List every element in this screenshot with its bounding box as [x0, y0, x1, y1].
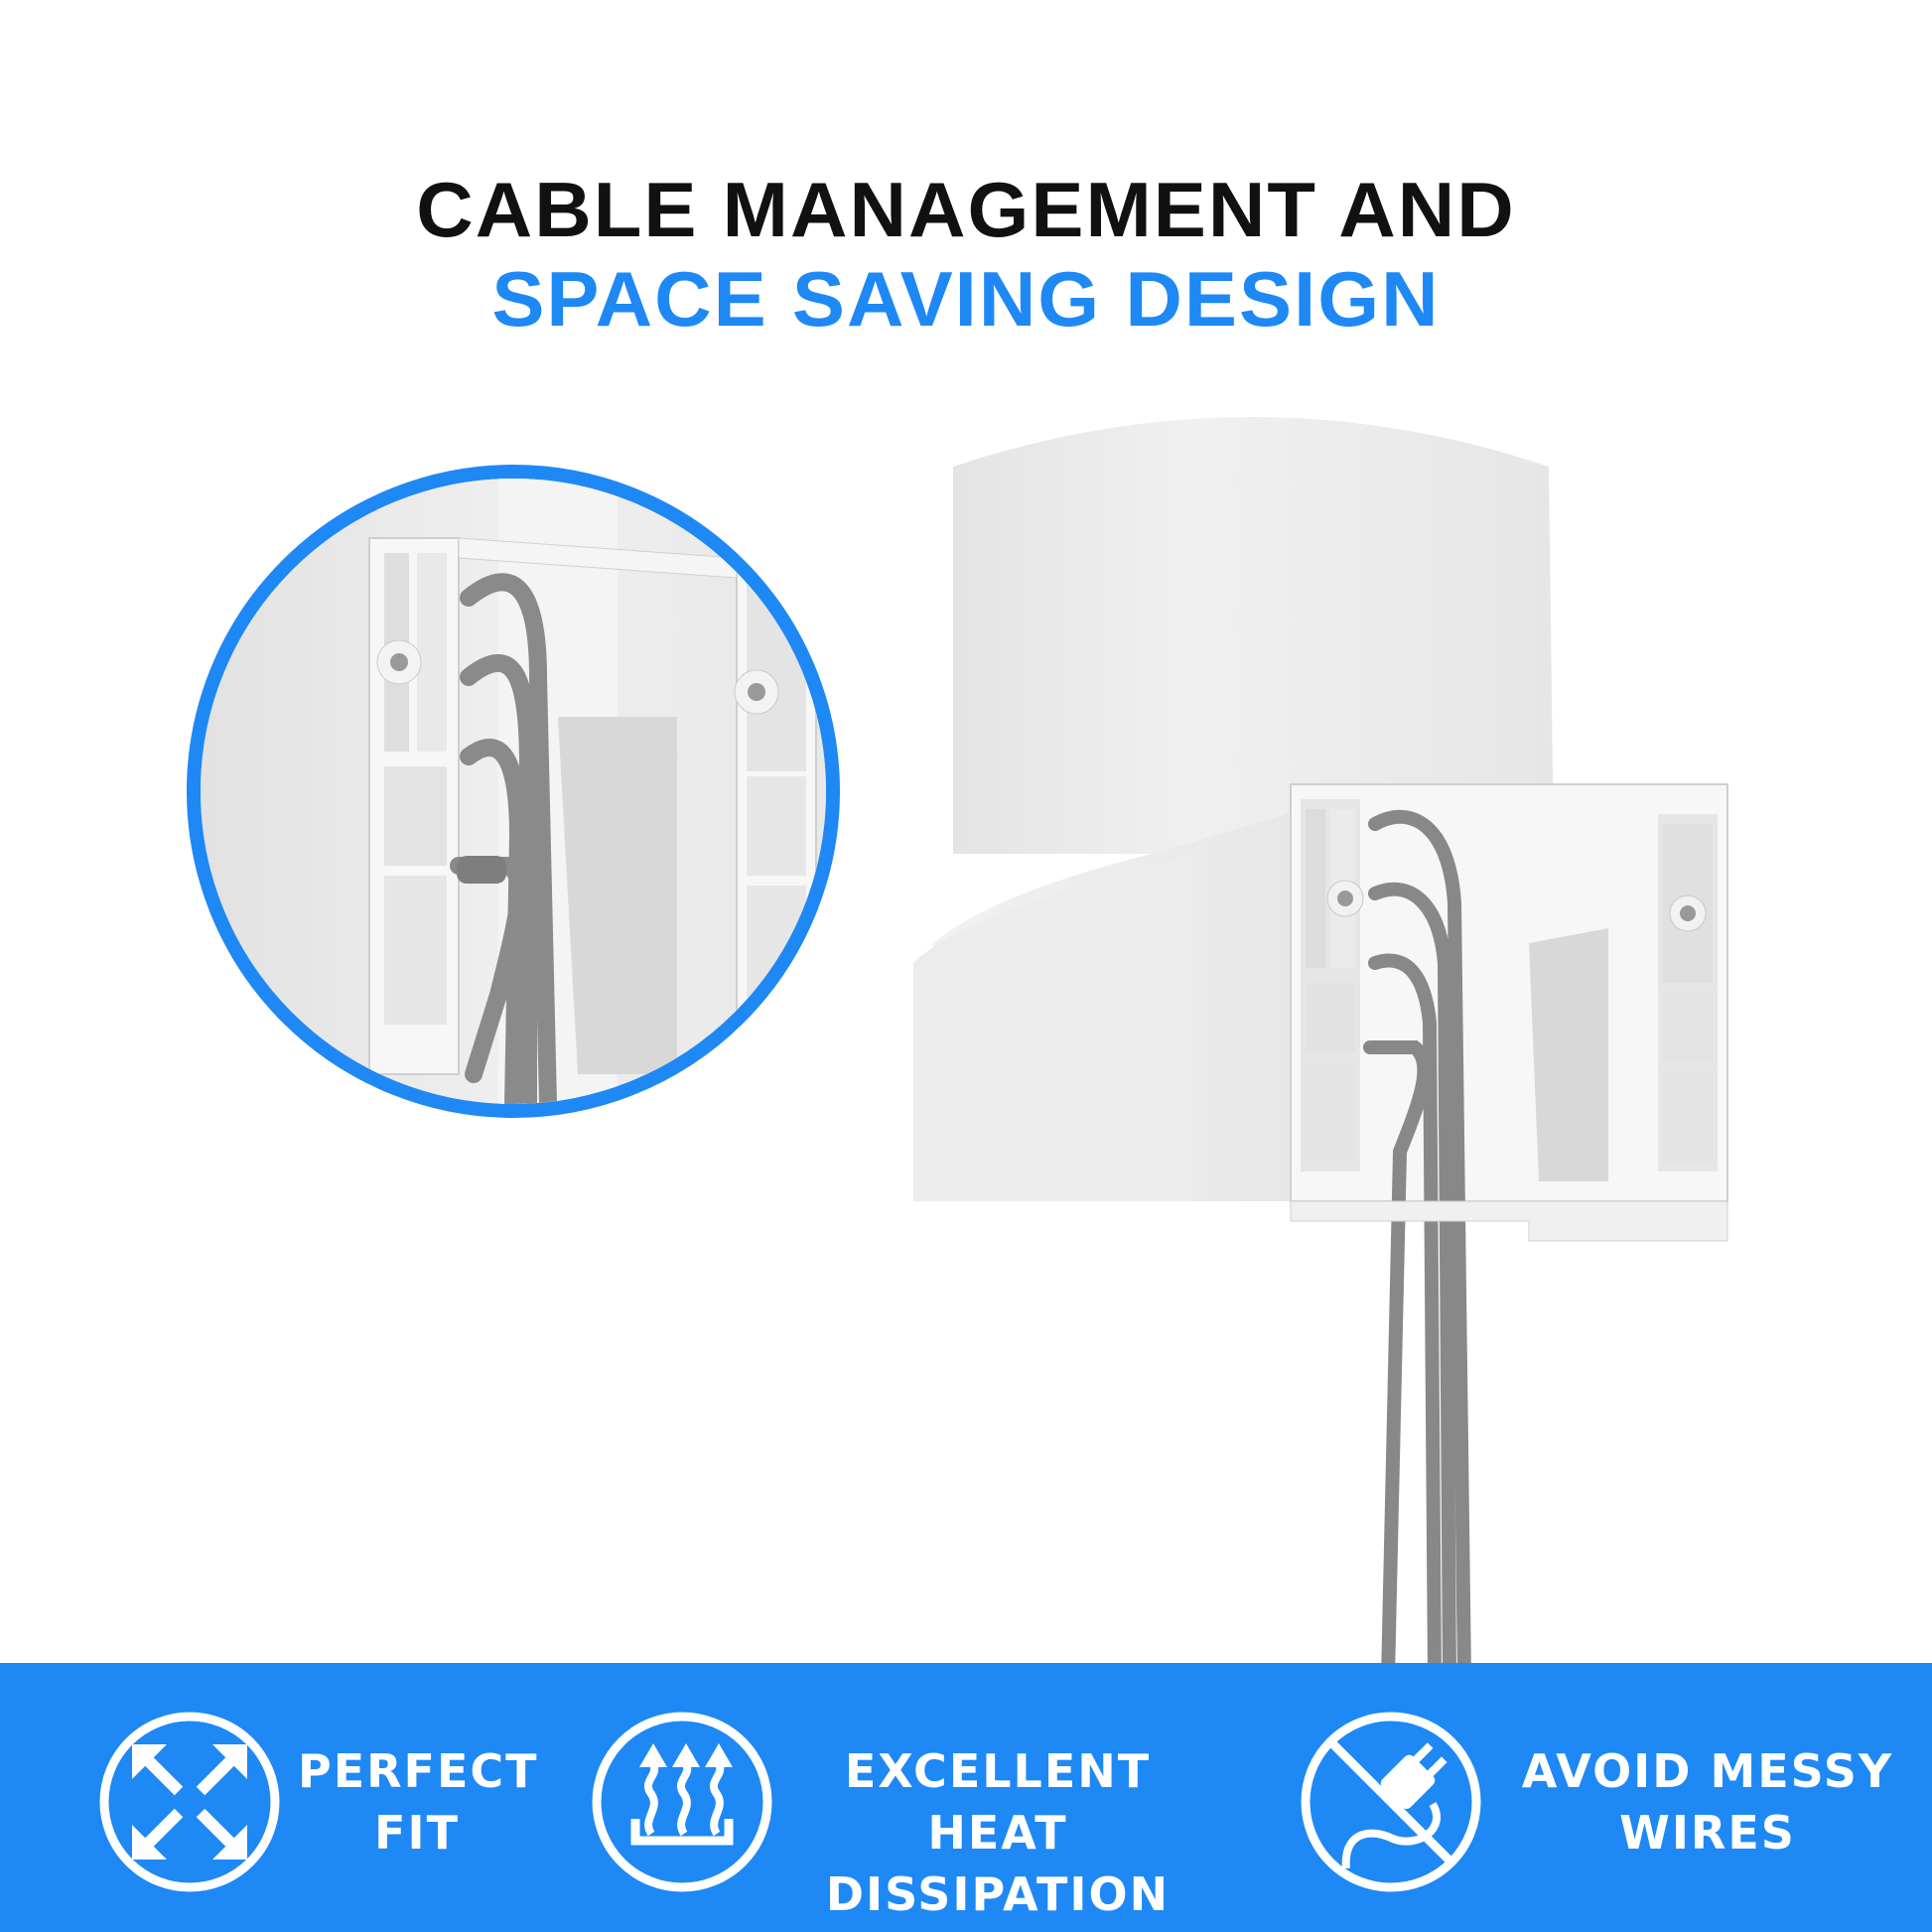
feature-label-line-1: AVOID MESSY	[1521, 1744, 1894, 1798]
headline-line-1: CABLE MANAGEMENT AND	[416, 166, 1516, 253]
feature-band: PERFECT FIT EXCELLENT HEAT DISSIPATION	[0, 1663, 1932, 1932]
heat-waves-icon	[592, 1712, 772, 1892]
product-image-wall-mount	[894, 387, 1787, 1685]
feature-perfect-fit: PERFECT FIT	[0, 1663, 556, 1932]
wall-mount-illustration	[913, 417, 1728, 1685]
expand-arrows-icon	[99, 1712, 280, 1892]
zoom-inset-image	[187, 465, 840, 1118]
bracket-closeup-illustration	[201, 479, 826, 1104]
feature-label: EXCELLENT HEAT DISSIPATION	[784, 1740, 1211, 1925]
feature-heat-dissipation: EXCELLENT HEAT DISSIPATION	[586, 1663, 1261, 1932]
headline-line-2: SPACE SAVING DESIGN	[491, 255, 1441, 343]
feature-label: PERFECT FIT	[298, 1740, 539, 1863]
no-plug-icon	[1301, 1712, 1481, 1892]
feature-label-line-1: PERFECT	[298, 1744, 539, 1798]
feature-label-line-2: DISSIPATION	[825, 1867, 1171, 1921]
feature-label-line-2: WIRES	[1619, 1806, 1796, 1860]
feature-avoid-messy-wires: AVOID MESSY WIRES	[1291, 1663, 1932, 1932]
feature-label-line-1: EXCELLENT HEAT	[844, 1744, 1152, 1860]
feature-label-line-2: FIT	[374, 1806, 460, 1860]
feature-label: AVOID MESSY WIRES	[1504, 1740, 1911, 1863]
